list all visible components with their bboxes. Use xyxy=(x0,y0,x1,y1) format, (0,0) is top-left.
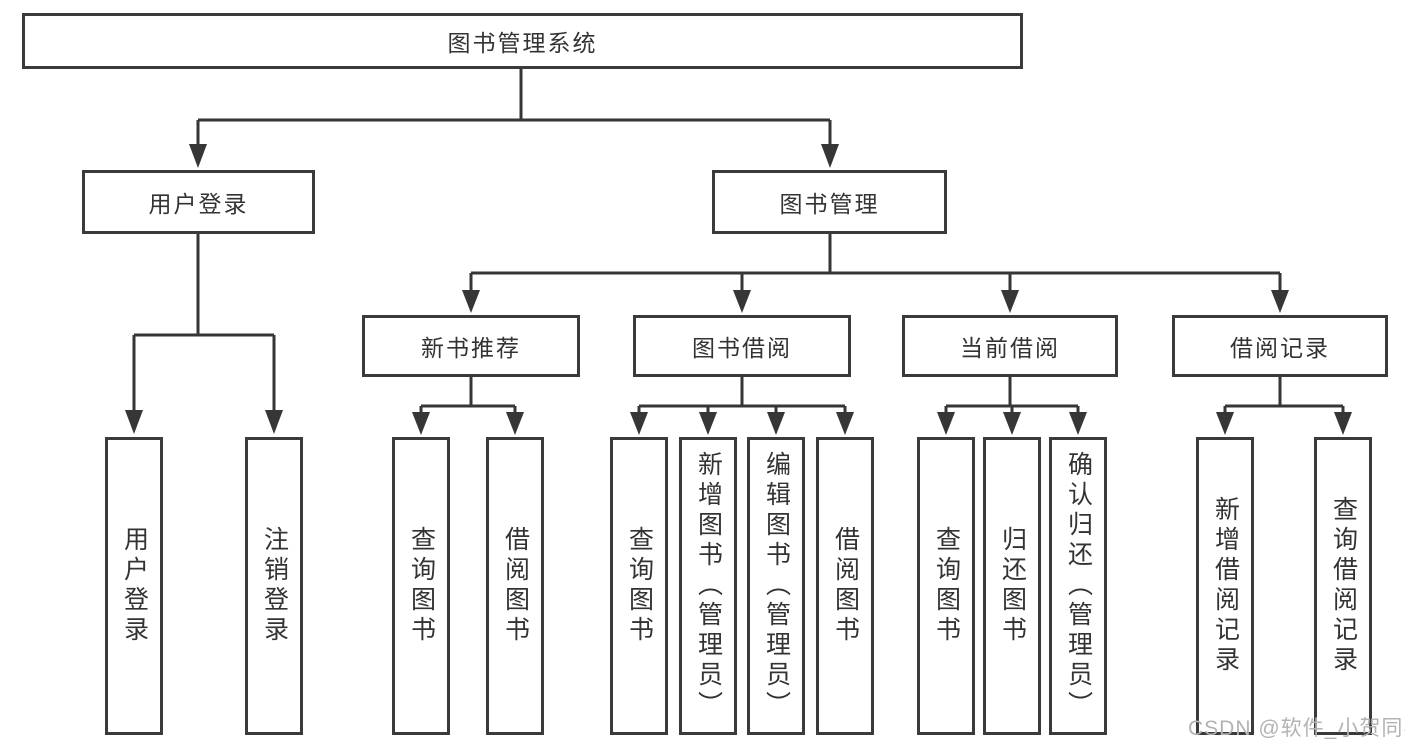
leaf-borrow-edit-books-admin-label: 编辑图书（管理员） xyxy=(762,451,791,721)
connector-user-login-children xyxy=(125,233,283,434)
leaf-borrow-borrow-books: 借阅图书 xyxy=(816,437,874,735)
leaf-borrow-query-books: 查询图书 xyxy=(610,437,668,735)
leaf-newrec-query-books: 查询图书 xyxy=(392,437,450,735)
leaf-user-login-label: 用户登录 xyxy=(120,526,149,646)
leaf-current-confirm-return-admin: 确认归还（管理员） xyxy=(1049,437,1107,735)
leaf-current-return-books: 归还图书 xyxy=(983,437,1041,735)
connector-borrow-records-children xyxy=(1216,377,1352,435)
leaf-records-query-record-label: 查询借阅记录 xyxy=(1329,496,1358,676)
leaf-records-add-record: 新增借阅记录 xyxy=(1196,437,1254,735)
node-root: 图书管理系统 xyxy=(22,13,1023,69)
node-current-borrow: 当前借阅 xyxy=(902,315,1118,377)
node-user-login-label: 用户登录 xyxy=(148,191,249,217)
connector-book-borrow-children xyxy=(630,377,854,435)
leaf-current-query-books: 查询图书 xyxy=(917,437,975,735)
leaf-current-return-books-label: 归还图书 xyxy=(998,526,1027,646)
node-borrow-records: 借阅记录 xyxy=(1172,315,1388,377)
leaf-user-login: 用户登录 xyxy=(105,437,163,735)
connector-new-book-recommend-children xyxy=(412,377,524,435)
leaf-current-query-books-label: 查询图书 xyxy=(932,526,961,646)
node-borrow-records-label: 借阅记录 xyxy=(1230,335,1330,361)
connector-root-to-level2 xyxy=(189,68,839,168)
leaf-newrec-borrow-books: 借阅图书 xyxy=(486,437,544,735)
node-root-label: 图书管理系统 xyxy=(447,30,598,56)
leaf-records-add-record-label: 新增借阅记录 xyxy=(1211,496,1240,676)
leaf-records-query-record: 查询借阅记录 xyxy=(1314,437,1372,735)
leaf-borrow-add-books-admin-label: 新增图书（管理员） xyxy=(694,451,723,721)
csdn-watermark: CSDN @软件_小贺同学 xyxy=(1188,717,1405,740)
node-new-book-recommend: 新书推荐 xyxy=(362,315,580,377)
leaf-borrow-borrow-books-label: 借阅图书 xyxy=(831,526,860,646)
node-book-borrow-label: 图书借阅 xyxy=(692,335,792,361)
node-new-book-recommend-label: 新书推荐 xyxy=(421,335,521,361)
leaf-logout-login-label: 注销登录 xyxy=(260,526,289,646)
node-book-management: 图书管理 xyxy=(712,170,947,234)
node-user-login: 用户登录 xyxy=(82,170,315,234)
leaf-logout-login: 注销登录 xyxy=(245,437,303,735)
leaf-borrow-add-books-admin: 新增图书（管理员） xyxy=(679,437,737,735)
node-book-management-label: 图书管理 xyxy=(779,191,880,217)
connector-current-borrow-children xyxy=(937,377,1087,435)
connector-book-management-children xyxy=(462,233,1289,313)
node-book-borrow: 图书借阅 xyxy=(633,315,851,377)
node-current-borrow-label: 当前借阅 xyxy=(960,335,1060,361)
leaf-borrow-query-books-label: 查询图书 xyxy=(625,526,654,646)
leaf-newrec-query-books-label: 查询图书 xyxy=(407,526,436,646)
leaf-newrec-borrow-books-label: 借阅图书 xyxy=(501,526,530,646)
leaf-current-confirm-return-admin-label: 确认归还（管理员） xyxy=(1064,451,1093,721)
leaf-borrow-edit-books-admin: 编辑图书（管理员） xyxy=(747,437,805,735)
